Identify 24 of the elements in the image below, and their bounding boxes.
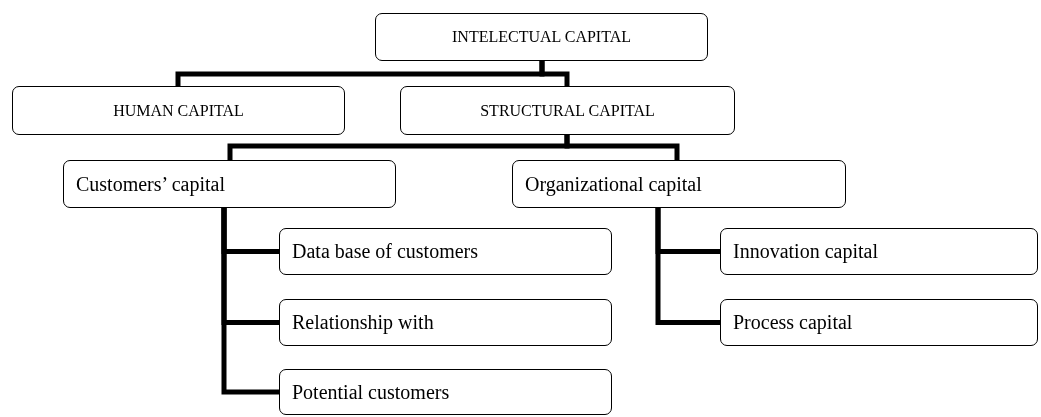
text-box	[512, 160, 846, 208]
text-box	[279, 228, 612, 275]
connector-line	[655, 208, 720, 325]
node-label: Process capital	[733, 311, 853, 334]
text-box	[279, 299, 612, 346]
node-label: Relationship with	[292, 311, 434, 334]
node-label: Organizational capital	[525, 172, 702, 196]
connector-line	[539, 61, 570, 86]
node-label: Potential customers	[292, 380, 450, 404]
node-label: Innovation capital	[733, 240, 878, 263]
text-box	[400, 86, 735, 135]
node-label: Customers’ capital	[76, 172, 226, 196]
connector-line	[221, 208, 279, 395]
text-box	[12, 86, 345, 135]
text-box	[720, 299, 1038, 346]
node-label: INTELECTUAL CAPITAL	[452, 28, 631, 46]
connector-line	[564, 135, 680, 160]
text-box	[720, 228, 1038, 275]
node-label: STRUCTURAL CAPITAL	[480, 101, 655, 120]
text-box	[279, 369, 612, 415]
node-label: Data base of customers	[292, 240, 479, 263]
text-box	[63, 160, 396, 208]
node-label: HUMAN CAPITAL	[113, 101, 244, 120]
text-box	[375, 13, 708, 61]
